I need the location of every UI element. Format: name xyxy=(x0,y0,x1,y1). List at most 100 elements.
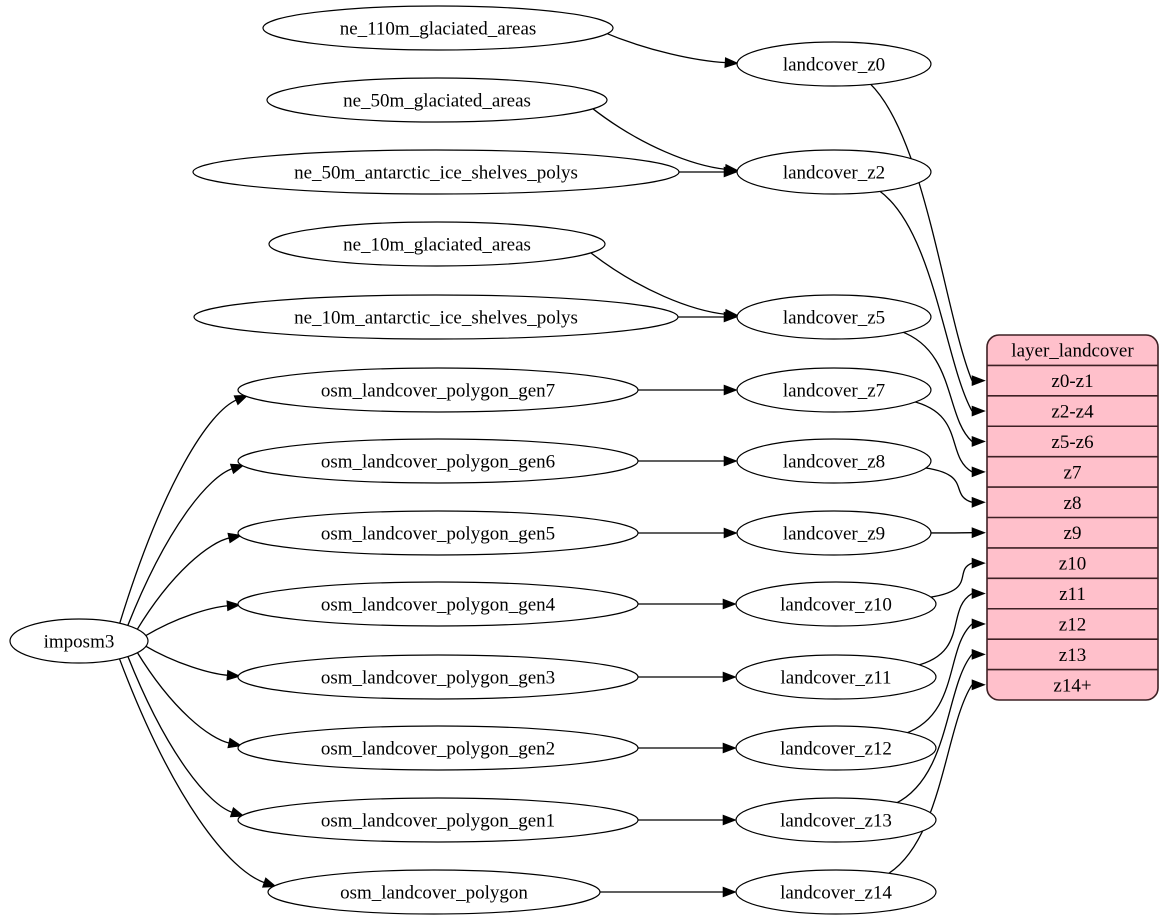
edge-path xyxy=(878,190,973,412)
node-label: landcover_z7 xyxy=(783,381,885,402)
node-ne_10m_glaciated_areas[interactable]: ne_10m_glaciated_areas xyxy=(268,221,606,267)
edge-arrowhead xyxy=(971,588,986,599)
table-row-z7[interactable]: z7 xyxy=(987,457,1158,487)
edge-path xyxy=(887,684,973,875)
node-ellipse xyxy=(262,5,614,51)
node-osm_landcover_polygon_gen4[interactable]: osm_landcover_polygon_gen4 xyxy=(237,581,639,627)
node-landcover_z12[interactable]: landcover_z12 xyxy=(735,725,937,771)
node-osm_landcover_polygon_gen2[interactable]: osm_landcover_polygon_gen2 xyxy=(237,725,639,771)
node-landcover_z7[interactable]: landcover_z7 xyxy=(736,367,932,413)
edge-arrowhead xyxy=(723,311,738,323)
table-row-z10[interactable]: z10 xyxy=(987,548,1158,578)
edge-landcover_z12-to-layer_landcover-z12 xyxy=(904,618,986,735)
edge-osm_landcover_polygon_gen7-to-landcover_z7 xyxy=(638,384,738,396)
table-row-z14+[interactable]: z14+ xyxy=(987,670,1158,700)
node-ne_110m_glaciated_areas[interactable]: ne_110m_glaciated_areas xyxy=(262,5,614,51)
edge-path xyxy=(589,106,727,171)
node-ellipse xyxy=(266,77,608,123)
edge-osm_landcover_polygon_gen2-to-landcover_z12 xyxy=(638,742,737,754)
node-label: landcover_z12 xyxy=(780,739,892,760)
node-label: osm_landcover_polygon_gen1 xyxy=(321,811,555,832)
edge-arrowhead xyxy=(226,669,242,681)
node-ellipse xyxy=(735,869,937,915)
node-landcover_z8[interactable]: landcover_z8 xyxy=(736,438,932,484)
edge-arrowhead xyxy=(722,886,737,898)
node-label: osm_landcover_polygon xyxy=(340,883,528,904)
edge-path xyxy=(924,562,973,599)
edge-path xyxy=(914,592,973,667)
edge-arrowhead xyxy=(722,671,737,683)
edge-imposm3-to-osm_landcover_polygon_gen2 xyxy=(136,651,243,749)
node-ellipse xyxy=(267,869,601,915)
table-row-label: z11 xyxy=(1059,584,1086,605)
node-label: ne_50m_glaciated_areas xyxy=(343,91,531,112)
table-row-z5-z6[interactable]: z5-z6 xyxy=(987,426,1158,456)
edge-osm_landcover_polygon_gen3-to-landcover_z11 xyxy=(638,671,737,683)
table-row-label: z5-z6 xyxy=(1051,432,1093,453)
node-landcover_z0[interactable]: landcover_z0 xyxy=(736,41,932,87)
node-ne_50m_glaciated_areas[interactable]: ne_50m_glaciated_areas xyxy=(266,77,608,123)
table-row-label: z12 xyxy=(1059,614,1086,635)
node-label: landcover_z5 xyxy=(783,308,885,329)
node-imposm3[interactable]: imposm3 xyxy=(9,618,149,664)
node-landcover_z5[interactable]: landcover_z5 xyxy=(736,294,932,340)
node-label: osm_landcover_polygon_gen2 xyxy=(321,739,555,760)
table-row-z8[interactable]: z8 xyxy=(987,487,1158,517)
edge-arrowhead xyxy=(723,166,738,178)
table-row-z13[interactable]: z13 xyxy=(987,639,1158,669)
node-osm_landcover_polygon_gen5[interactable]: osm_landcover_polygon_gen5 xyxy=(237,510,639,556)
node-ellipse xyxy=(735,654,937,700)
node-landcover_z9[interactable]: landcover_z9 xyxy=(736,510,932,556)
edge-arrowhead xyxy=(229,806,245,818)
node-osm_landcover_polygon_gen3[interactable]: osm_landcover_polygon_gen3 xyxy=(237,654,639,700)
edge-arrowhead xyxy=(971,679,986,691)
node-label: landcover_z0 xyxy=(783,55,885,76)
node-ellipse xyxy=(735,725,937,771)
edge-path xyxy=(126,655,233,814)
node-label: landcover_z8 xyxy=(783,452,885,473)
node-landcover_z2[interactable]: landcover_z2 xyxy=(736,149,932,195)
table-row-z0-z1[interactable]: z0-z1 xyxy=(987,365,1158,395)
edge-arrowhead xyxy=(971,466,986,478)
edge-landcover_z10-to-layer_landcover-z10 xyxy=(924,557,986,599)
node-ne_50m_antarctic_ice_shelves_polys[interactable]: ne_50m_antarctic_ice_shelves_polys xyxy=(192,149,680,195)
edge-imposm3-to-osm_landcover_polygon_gen5 xyxy=(135,532,243,631)
node-ellipse xyxy=(736,149,932,195)
node-ellipse xyxy=(735,581,937,627)
edge-path xyxy=(895,653,973,805)
edge-arrowhead xyxy=(971,375,986,387)
node-landcover_z14[interactable]: landcover_z14 xyxy=(735,869,937,915)
table-row-z2-z4[interactable]: z2-z4 xyxy=(987,396,1158,426)
node-osm_landcover_polygon_gen1[interactable]: osm_landcover_polygon_gen1 xyxy=(237,797,639,843)
node-landcover_z11[interactable]: landcover_z11 xyxy=(735,654,937,700)
table-row-label: z0-z1 xyxy=(1051,371,1093,392)
node-osm_landcover_polygon_gen7[interactable]: osm_landcover_polygon_gen7 xyxy=(237,367,639,413)
edge-path xyxy=(587,250,727,316)
node-osm_landcover_polygon[interactable]: osm_landcover_polygon xyxy=(267,869,601,915)
edge-ne_50m_antarctic_ice_shelves_polys-to-landcover_z2 xyxy=(679,166,738,178)
edge-arrowhead xyxy=(227,532,243,544)
node-ellipse xyxy=(237,510,639,556)
edge-path xyxy=(143,644,229,676)
edge-arrowhead xyxy=(971,648,986,660)
table-row-z12[interactable]: z12 xyxy=(987,609,1158,639)
table-row-label: z9 xyxy=(1064,523,1082,544)
edge-arrowhead xyxy=(971,557,986,569)
node-landcover_z10[interactable]: landcover_z10 xyxy=(735,581,937,627)
node-ne_10m_antarctic_ice_shelves_polys[interactable]: ne_10m_antarctic_ice_shelves_polys xyxy=(193,294,679,340)
node-label: ne_110m_glaciated_areas xyxy=(340,19,537,40)
node-landcover_z13[interactable]: landcover_z13 xyxy=(735,797,937,843)
node-ellipse xyxy=(736,510,932,556)
table-row-z11[interactable]: z11 xyxy=(987,578,1158,608)
table-row-label: z2-z4 xyxy=(1051,402,1094,423)
node-ellipse xyxy=(736,367,932,413)
table-row-z9[interactable]: z9 xyxy=(987,518,1158,548)
edge-path xyxy=(135,537,230,631)
node-label: osm_landcover_polygon_gen4 xyxy=(321,595,556,616)
node-label: osm_landcover_polygon_gen5 xyxy=(321,524,555,545)
node-label: imposm3 xyxy=(44,632,115,653)
node-osm_landcover_polygon_gen6[interactable]: osm_landcover_polygon_gen6 xyxy=(237,438,639,484)
node-label: landcover_z11 xyxy=(780,668,891,689)
edge-landcover_z2-to-layer_landcover-z2-z4 xyxy=(878,190,986,417)
